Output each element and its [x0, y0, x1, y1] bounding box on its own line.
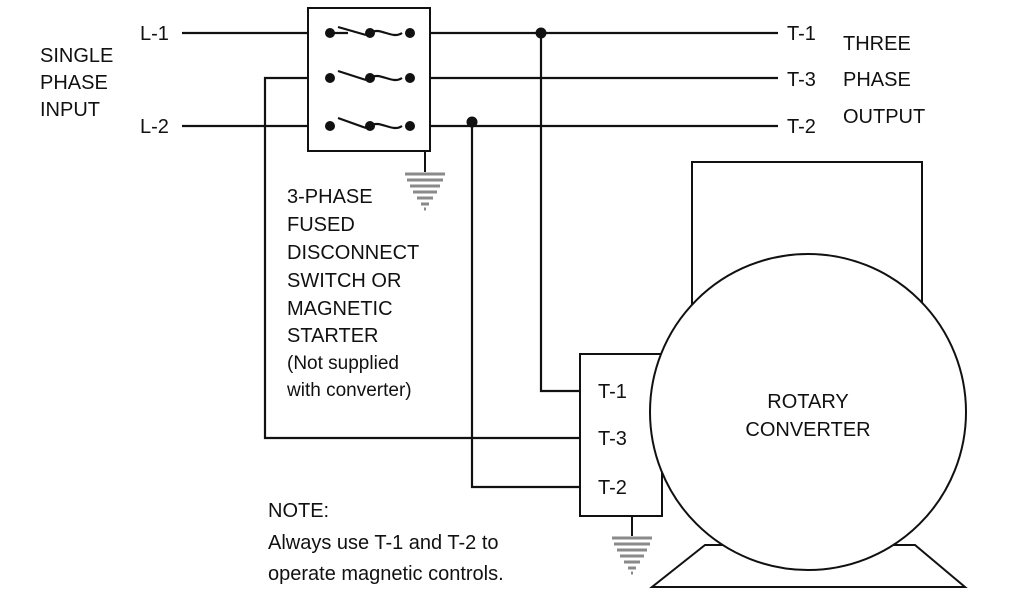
output-label-line-1: THREE — [843, 33, 911, 55]
switch-caption-line-1: 3-PHASE — [287, 186, 373, 208]
output-terminal-t2-label: T-2 — [787, 116, 816, 138]
junction-t2 — [466, 116, 478, 128]
wire-t1-to-motor — [539, 33, 580, 393]
wire-t2-to-motor — [470, 122, 580, 489]
three-phase-output-label: THREE PHASE OUTPUT — [843, 33, 925, 128]
switch-caption-line-6: STARTER — [287, 325, 379, 347]
wire-t3-to-motor — [263, 76, 580, 440]
motor-terminal-t2-label: T-2 — [598, 477, 627, 499]
note-line-2: operate magnetic controls. — [268, 563, 504, 585]
switch-caption-line-7: (Not supplied — [287, 353, 399, 374]
motor-terminal-t1-label: T-1 — [598, 381, 627, 403]
switch-caption-line-8: with converter) — [286, 380, 412, 401]
terminal-l1-label: L-1 — [140, 23, 169, 45]
switch-caption-line-5: MAGNETIC — [287, 298, 393, 320]
converter-label-line-2: CONVERTER — [745, 419, 870, 441]
output-terminal-t3-label: T-3 — [787, 69, 816, 91]
switch-pole-1 — [325, 25, 415, 38]
terminal-l2-label: L-2 — [140, 116, 169, 138]
converter-body — [649, 253, 967, 571]
note-line-1: Always use T-1 and T-2 to — [268, 532, 499, 554]
output-label-line-2: PHASE — [843, 69, 911, 91]
switch-caption: 3-PHASE FUSED DISCONNECT SWITCH OR MAGNE… — [286, 186, 419, 401]
wiring — [182, 27, 778, 489]
switch-caption-line-4: SWITCH OR — [287, 270, 401, 292]
output-label-line-3: OUTPUT — [843, 106, 925, 128]
disconnect-switch — [307, 7, 431, 152]
single-phase-input-label: SINGLE PHASE INPUT — [40, 45, 113, 121]
switch-caption-line-2: FUSED — [287, 214, 355, 236]
motor-terminal-t3-label: T-3 — [598, 428, 627, 450]
input-label-line-3: INPUT — [40, 99, 100, 121]
junction-t1 — [535, 27, 547, 39]
rotary-converter: ROTARY CONVERTER T-1 T-3 T-2 — [579, 161, 968, 588]
switch-pole-3 — [325, 116, 415, 131]
output-terminal-t1-label: T-1 — [787, 23, 816, 45]
note-title: NOTE: — [268, 500, 329, 522]
input-label-line-2: PHASE — [40, 72, 108, 94]
converter-label-line-1: ROTARY — [767, 391, 849, 413]
switch-pole-2 — [325, 69, 415, 83]
converter-ground-icon — [612, 516, 652, 575]
switch-ground-icon — [405, 151, 445, 211]
input-label-line-1: SINGLE — [40, 45, 113, 67]
switch-caption-line-3: DISCONNECT — [287, 242, 419, 264]
note: NOTE: Always use T-1 and T-2 to operate … — [268, 500, 504, 585]
